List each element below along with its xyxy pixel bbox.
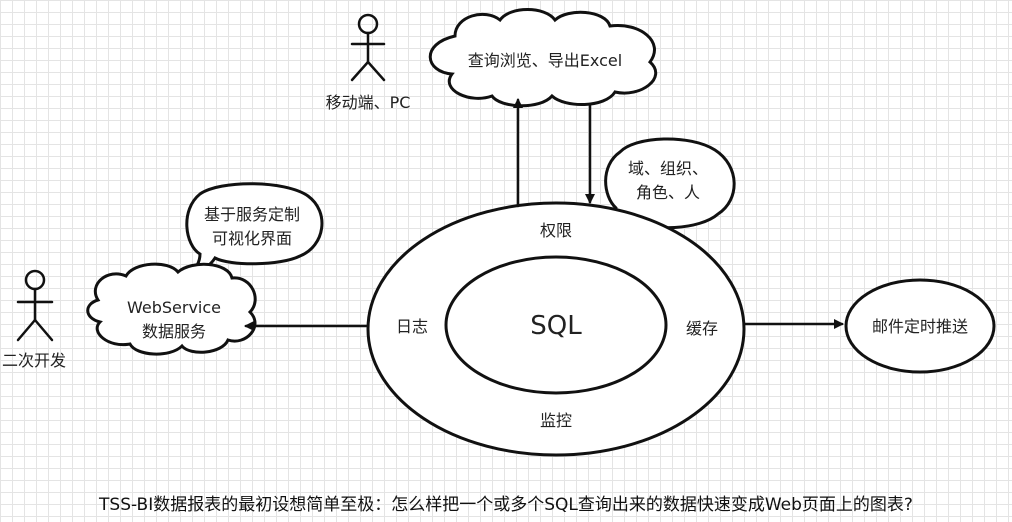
developer-actor-icon bbox=[16, 269, 54, 342]
query-export-text: 查询浏览、导出Excel bbox=[468, 51, 622, 70]
webservice-line2: 数据服务 bbox=[142, 322, 206, 341]
permission-scope-line2: 角色、人 bbox=[636, 183, 700, 202]
diagram-caption: TSS-BI数据报表的最初设想简单至极：怎么样把一个或多个SQL查询出来的数据快… bbox=[99, 495, 913, 515]
permission-label: 权限 bbox=[540, 221, 572, 240]
custom-ui-line2: 可视化界面 bbox=[212, 229, 292, 248]
sql-label: SQL bbox=[530, 311, 582, 341]
webservice-line1: WebService bbox=[127, 298, 221, 317]
sql-inner-ellipse bbox=[444, 255, 668, 395]
monitor-label: 监控 bbox=[540, 411, 572, 430]
permission-scope-line1: 域、组织、 bbox=[628, 159, 708, 178]
custom-ui-line1: 基于服务定制 bbox=[204, 205, 300, 224]
query-export-cloud: 查询浏览、导出Excel bbox=[428, 8, 658, 108]
webservice-cloud: WebService 数据服务 bbox=[86, 262, 257, 356]
log-label: 日志 bbox=[396, 317, 428, 336]
cache-label: 缓存 bbox=[686, 319, 718, 338]
email-push-label: 邮件定时推送 bbox=[872, 317, 968, 336]
permission-scope-bubble: 域、组织、 角色、人 bbox=[604, 137, 736, 234]
developer-label: 二次开发 bbox=[2, 351, 66, 370]
custom-ui-bubble: 基于服务定制 可视化界面 bbox=[185, 182, 324, 280]
mobile-pc-actor-icon bbox=[350, 13, 386, 82]
mobile-pc-label: 移动端、PC bbox=[326, 93, 411, 112]
email-push-ellipse bbox=[844, 278, 996, 374]
